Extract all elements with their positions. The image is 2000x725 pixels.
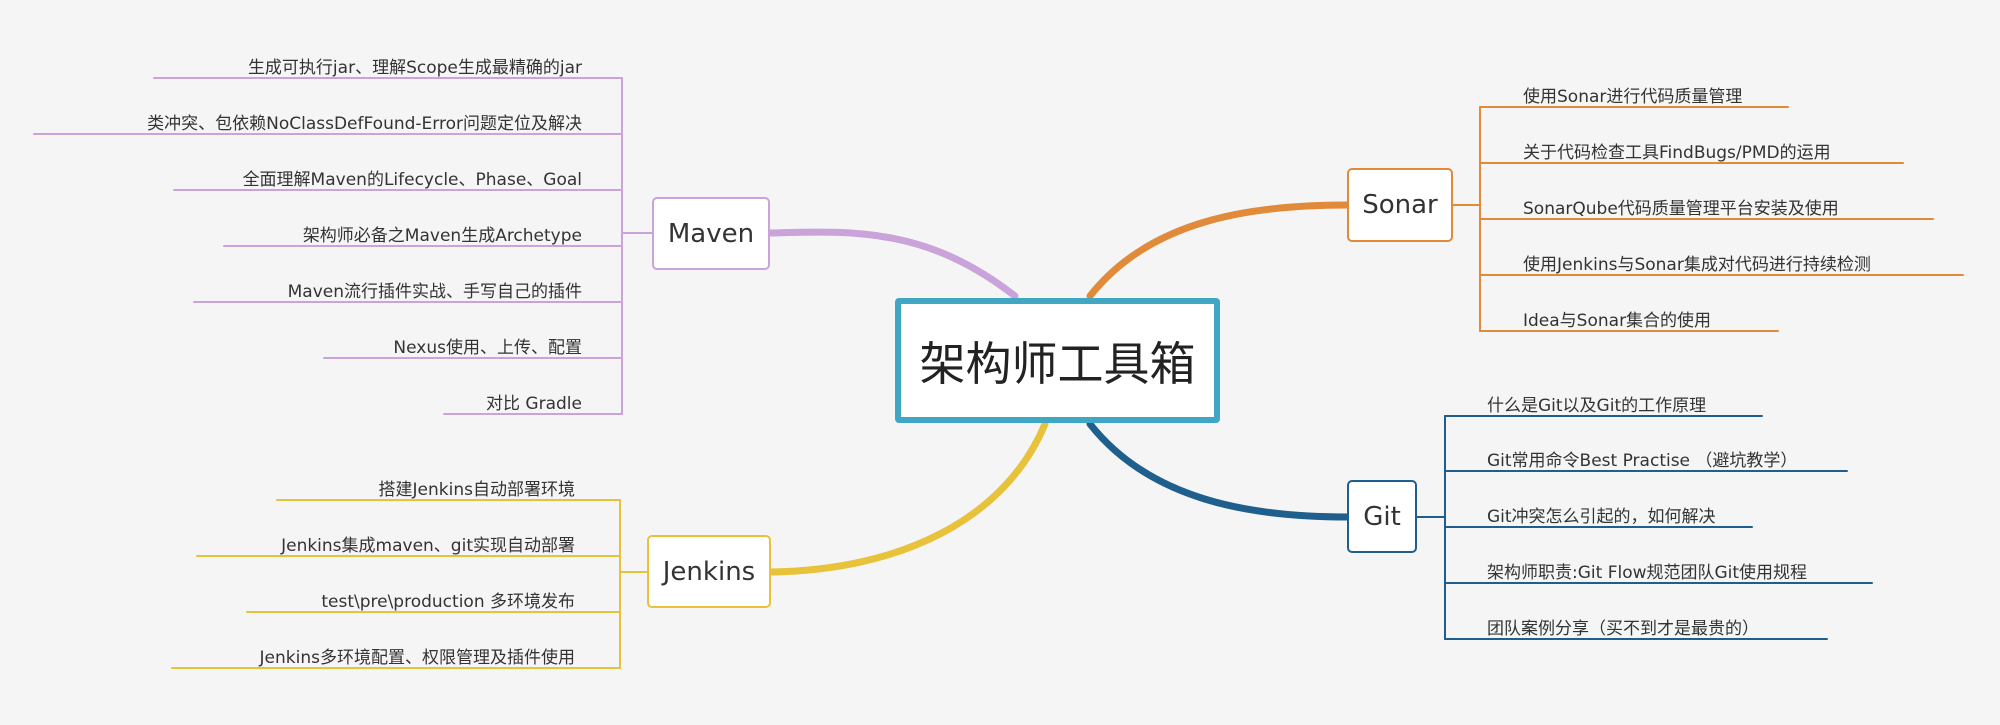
sonar-leaf[interactable]: Idea与Sonar集合的使用 <box>1523 311 1712 331</box>
jenkins-leaf[interactable]: test\pre\production 多环境发布 <box>321 592 575 612</box>
center-node-label: 架构师工具箱 <box>919 336 1196 391</box>
jenkins-leaf[interactable]: Jenkins多环境配置、权限管理及插件使用 <box>259 648 575 668</box>
maven-leaf[interactable]: Maven流行插件实战、手写自己的插件 <box>287 282 582 302</box>
maven-leaf[interactable]: 架构师必备之Maven生成Archetype <box>302 226 582 246</box>
branch-label-jenkins: Jenkins <box>662 556 756 587</box>
branch-label-sonar: Sonar <box>1362 190 1438 220</box>
maven-leaf[interactable]: 生成可执行jar、理解Scope生成最精确的jar <box>247 58 582 78</box>
sonar-connector <box>1086 201 1351 300</box>
maven-leaf[interactable]: 全面理解Maven的Lifecycle、Phase、Goal <box>242 170 582 190</box>
git-leaf[interactable]: Git常用命令Best Practise （避坑教学） <box>1487 451 1798 471</box>
sonar-leaf[interactable]: 使用Jenkins与Sonar集成对代码进行持续检测 <box>1523 255 1871 275</box>
jenkins-leaf[interactable]: Jenkins集成maven、git实现自动部署 <box>281 536 575 556</box>
branch-node-jenkins[interactable]: Jenkins <box>647 535 771 608</box>
git-leaf[interactable]: 什么是Git以及Git的工作原理 <box>1487 396 1707 416</box>
sonar-leaf[interactable]: SonarQube代码质量管理平台安装及使用 <box>1523 199 1839 219</box>
maven-leaf[interactable]: 对比 Gradle <box>486 394 582 414</box>
sonar-leaf[interactable]: 关于代码检查工具FindBugs/PMD的运用 <box>1523 143 1831 163</box>
maven-leaf[interactable]: Nexus使用、上传、配置 <box>393 338 582 358</box>
git-leaf[interactable]: Git冲突怎么引起的，如何解决 <box>1487 507 1716 527</box>
maven-connector <box>767 228 1019 300</box>
jenkins-leaf[interactable]: 搭建Jenkins自动部署环境 <box>378 480 575 500</box>
branch-label-git: Git <box>1363 501 1401 532</box>
branch-node-maven[interactable]: Maven <box>652 197 770 270</box>
maven-leaf[interactable]: 类冲突、包依赖NoClassDefFound-Error问题定位及解决 <box>147 114 582 134</box>
git-connector <box>1086 420 1351 521</box>
git-leaf[interactable]: 架构师职责:Git Flow规范团队Git使用规程 <box>1487 563 1808 583</box>
branch-label-maven: Maven <box>667 218 755 249</box>
branch-node-sonar[interactable]: Sonar <box>1347 168 1453 242</box>
center-node[interactable]: 架构师工具箱 <box>895 298 1220 423</box>
branch-node-git[interactable]: Git <box>1347 480 1417 553</box>
git-leaf[interactable]: 团队案例分享（买不到才是最贵的） <box>1487 619 1759 639</box>
jenkins-connector <box>767 420 1049 576</box>
sonar-leaf[interactable]: 使用Sonar进行代码质量管理 <box>1523 87 1743 107</box>
